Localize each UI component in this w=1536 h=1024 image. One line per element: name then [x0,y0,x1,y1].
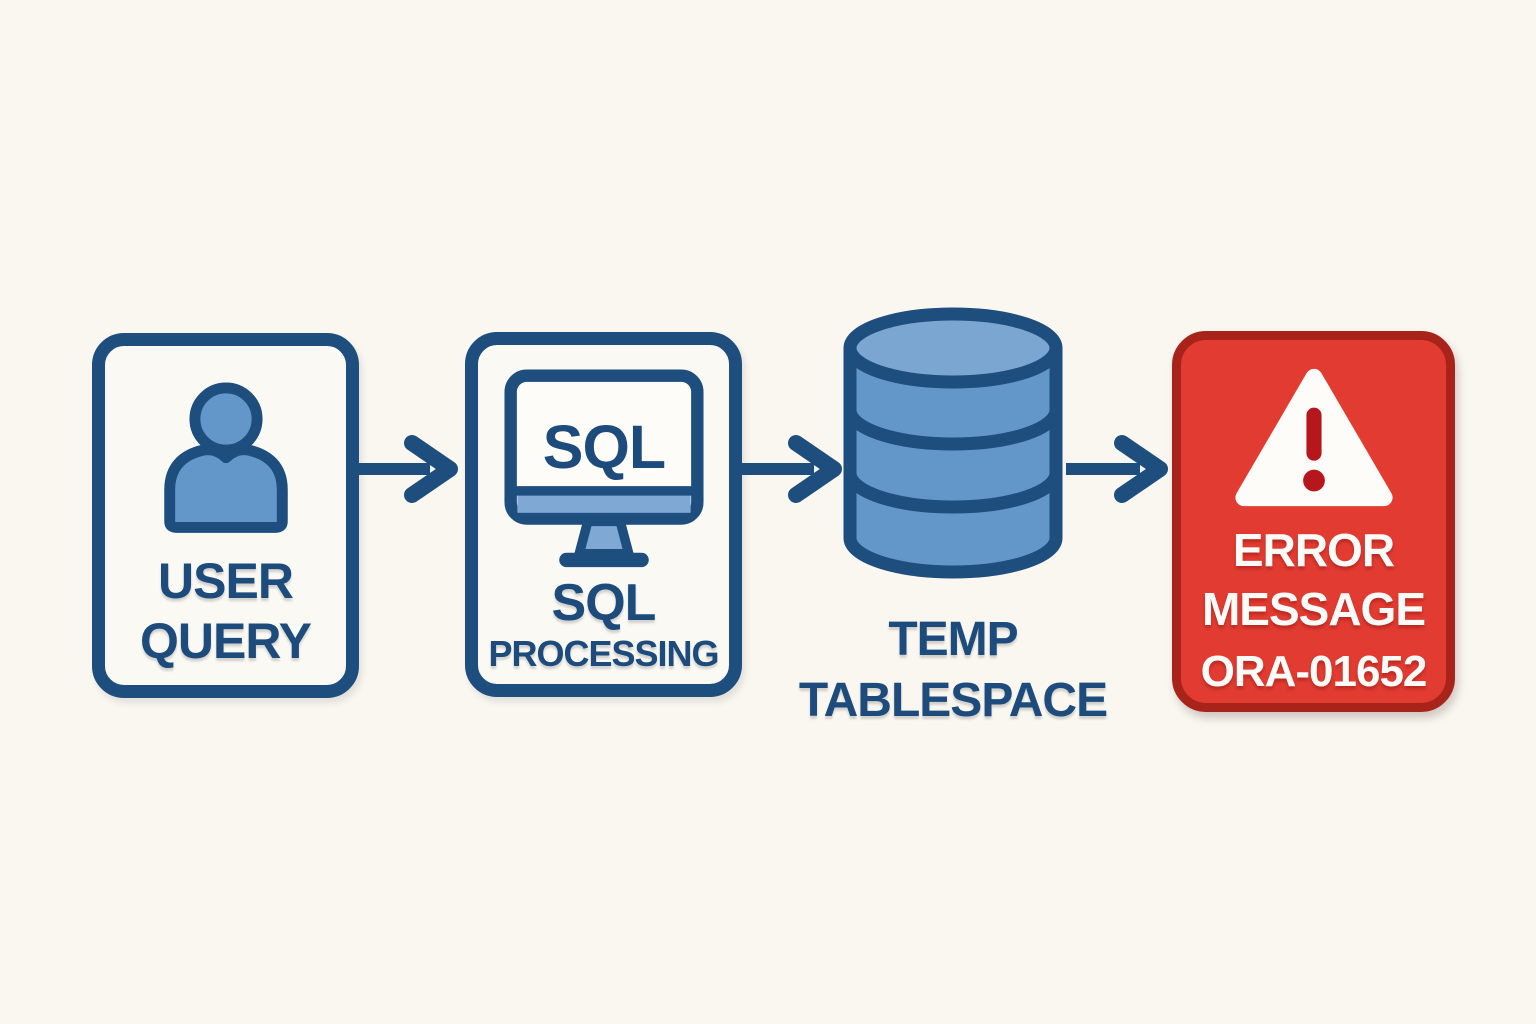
sql-processing-label: SQL PROCESSING [488,574,719,675]
temp-tablespace-node: TEMP TABLESPACE [773,307,1133,732]
monitor-icon: SQL [503,369,704,574]
temp-tablespace-label-line2: TABLESPACE [798,673,1108,727]
temp-tablespace-label: TEMP TABLESPACE [798,610,1108,732]
error-message-label-line1: ERROR [1232,524,1395,576]
sql-processing-node: SQL SQL PROCESSING [465,332,742,697]
user-query-label-line2: QUERY [140,613,312,669]
error-code-label: ORA-01652 [1200,646,1428,696]
user-query-label: USER QUERY [140,551,312,671]
flow-arrow-3 [1066,435,1168,503]
sql-processing-label-line1: SQL [551,574,657,632]
warning-triangle-icon [1232,366,1396,513]
error-message-label-line2: MESSAGE [1201,582,1426,635]
user-query-label-line1: USER [158,553,294,609]
sql-processing-label-line2: PROCESSING [488,633,719,675]
flow-arrow-1 [356,435,458,503]
temp-tablespace-label-line1: TEMP [888,613,1018,666]
user-query-node: USER QUERY [92,333,359,698]
person-icon [142,370,310,547]
database-icon [843,307,1063,584]
sql-screen-text: SQL [542,413,664,481]
flow-arrow-2 [740,435,842,503]
error-message-label: ERROR MESSAGE [1201,521,1426,639]
error-message-node: ERROR MESSAGE ORA-01652 [1172,331,1455,712]
